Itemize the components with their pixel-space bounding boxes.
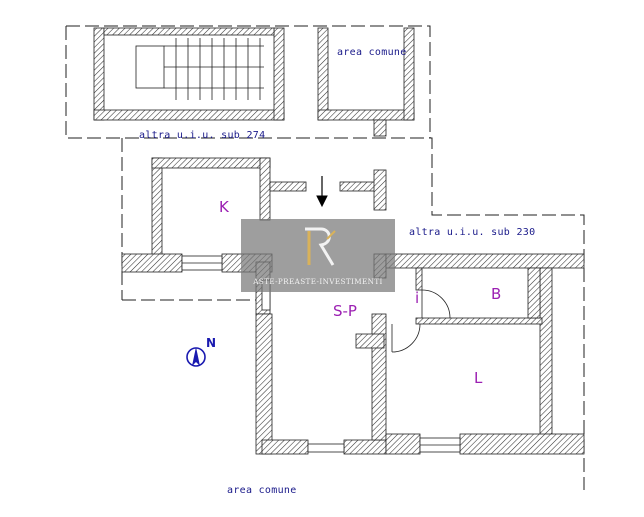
room-l-label: L — [474, 369, 483, 387]
room-i-label: i — [415, 289, 420, 307]
stair-treads — [135, 38, 264, 100]
logo-letters: R — [303, 263, 307, 268]
watermark-brand-text: ASTE-PREASTE-INVESTIMENTI — [253, 277, 383, 286]
door-swings — [391, 289, 451, 353]
north-label: N — [206, 336, 217, 350]
room-sp-label: S-P — [333, 302, 357, 320]
watermark: R ASTE-PREASTE-INVESTIMENTI — [241, 219, 395, 292]
altra-uiu-274-label: altra u.i.u. sub 274 — [139, 130, 266, 141]
area-comune-bottom-label: area comune — [227, 485, 297, 496]
north-compass-icon — [186, 347, 206, 367]
entrance-arrow — [316, 176, 328, 208]
room-k-label: K — [219, 198, 229, 216]
windows — [181, 255, 461, 453]
altra-uiu-230-label: altra u.i.u. sub 230 — [409, 227, 536, 238]
stair-walls — [93, 27, 415, 137]
room-b-label: B — [491, 285, 502, 303]
area-comune-top-label: area comune — [337, 47, 407, 58]
brand-logo-icon: R — [303, 227, 336, 268]
